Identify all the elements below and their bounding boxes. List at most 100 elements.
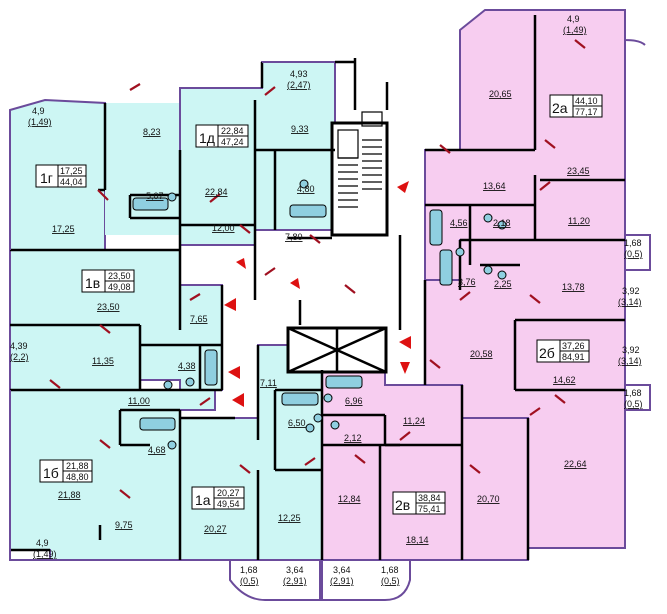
apartment-id: 1а: [195, 492, 211, 508]
sink-icon: [163, 380, 173, 390]
room-area: 7,80: [285, 232, 303, 242]
balcony-label: 1,68 (0,5): [240, 565, 259, 586]
apartment-label-2v: 2в 38,84 75,41: [392, 491, 446, 515]
apartment-living-area: 20,27: [217, 488, 240, 498]
balcony-bottom-left: [229, 560, 321, 601]
balcony-reduced-area: (2,91): [330, 576, 354, 586]
sink-icon: [299, 179, 309, 189]
room-area-labels: 8,23 17,25 5,07 22,84 9,33 4,80 7,80 12,…: [52, 89, 590, 545]
room-area: 11,35: [92, 356, 114, 366]
balcony-reduced-area: (0,5): [624, 399, 643, 409]
bathtub-icon: [289, 204, 327, 218]
room-area: 9,75: [115, 520, 133, 530]
apartment-label-2b: 2б 37,26 84,91: [536, 339, 590, 363]
balcony-label: 4,9 (1,49): [28, 106, 52, 127]
balcony-top-right: [624, 10, 646, 46]
room-area: 18,14: [406, 535, 429, 545]
room-area: 20,27: [204, 524, 227, 534]
room-area: 6,50: [288, 418, 306, 428]
balcony-reduced-area: (2,47): [287, 80, 311, 90]
balcony-bottom-right: [321, 560, 411, 601]
apartment-total-area: 75,41: [418, 504, 441, 514]
room-area: 20,58: [470, 349, 493, 359]
sink-icon: [483, 213, 493, 223]
balcony-right-top: [625, 234, 651, 271]
balcony-label: 3,64 (2,91): [283, 565, 307, 586]
arrow-icon: [232, 393, 244, 407]
sink-icon: [167, 440, 177, 450]
room-area: 17,25: [52, 224, 75, 234]
bathtub-icon: [439, 249, 453, 286]
apartment-living-area: 37,26: [562, 341, 585, 351]
apartment-label-2a: 2а 44,10 77,17: [549, 94, 603, 118]
balcony-area: 1,68: [624, 388, 642, 398]
balcony-area: 3,64: [333, 565, 351, 575]
balcony-label: 4,39 (2,2): [10, 341, 29, 362]
room-area: 2,25: [494, 279, 512, 289]
sanitary-fixtures: [132, 179, 507, 450]
toilet-icon: [497, 220, 507, 230]
bathtub-icon: [429, 209, 443, 246]
apartment-living-area: 17,25: [60, 166, 83, 176]
apartment-1d-area: [179, 61, 336, 246]
apartment-labels: 1г 17,25 44,04 1д 22,84 47,24 1в 23,50 4…: [35, 94, 603, 515]
apartment-id: 1в: [85, 275, 100, 291]
stairs: [337, 111, 383, 208]
room-area: 14,62: [553, 375, 576, 385]
apartment-label-1g: 1г 17,25 44,04: [35, 164, 87, 188]
bathtub-icon: [132, 197, 169, 211]
apartment-id: 1г: [40, 170, 53, 186]
walls: [10, 15, 625, 560]
room-area: 2,12: [344, 433, 362, 443]
sink-icon: [313, 413, 323, 423]
balcony-area: 3,64: [286, 565, 304, 575]
bathtub-icon: [204, 349, 218, 386]
balcony-reduced-area: (0,5): [240, 576, 259, 586]
toilet-icon: [323, 393, 333, 403]
apartment-total-area: 47,24: [221, 137, 244, 147]
balcony-area: 4,9: [32, 106, 45, 116]
apartment-total-area: 49,08: [108, 282, 131, 292]
room-area: 4,38: [178, 361, 196, 371]
balcony-reduced-area: (2,91): [283, 576, 307, 586]
room-area: 11,20: [568, 216, 590, 226]
balcony-label: 4,9 (1,49): [563, 14, 587, 35]
balcony-area: 4,9: [567, 14, 580, 24]
arrow-icon: [228, 366, 240, 379]
balcony-reduced-area: (0,5): [624, 249, 643, 259]
balcony-right-bottom: [625, 384, 651, 411]
bathtub-icon: [325, 375, 363, 389]
balcony-reduced-area: (0,5): [381, 576, 400, 586]
balcony-area: 3,92: [622, 286, 640, 296]
apartment-total-area: 44,04: [60, 177, 83, 187]
balcony-reduced-area: (1,49): [28, 117, 52, 127]
evacuation-arrows: [224, 181, 411, 407]
room-area: 4,68: [148, 445, 166, 455]
balconies-outlines: [9, 10, 651, 601]
apartment-id: 2в: [395, 497, 410, 513]
balcony-label: 1,68 (0,5): [624, 238, 643, 259]
room-area: 13,78: [562, 282, 585, 292]
room-area: 6,96: [345, 396, 363, 406]
balcony-label: 1,68 (0,5): [624, 388, 643, 409]
sink-icon: [483, 265, 493, 275]
balcony-label: 3,64 (2,91): [330, 565, 354, 586]
room-area: 5,07: [146, 191, 164, 201]
balcony-reduced-area: (3,14): [618, 297, 642, 307]
arrow-icon: [290, 278, 300, 289]
room-area: 4,56: [450, 218, 468, 228]
room-area: 13,64: [483, 181, 506, 191]
room-area: 12,00: [212, 223, 235, 233]
room-area: 7,11: [260, 378, 277, 388]
apartment-living-area: 22,84: [221, 126, 244, 136]
toilet-icon: [185, 377, 195, 387]
apartment-total-area: 84,91: [562, 352, 585, 362]
apartment-1g-area-b: [105, 103, 180, 235]
sink-icon: [167, 192, 177, 202]
room-area: 22,84: [205, 187, 228, 197]
room-area: 12,84: [338, 494, 361, 504]
balcony-area: 4,39: [10, 341, 28, 351]
room-area: 20,70: [477, 494, 500, 504]
balcony-area-labels: 4,9 (1,49) 4,93 (2,47) 4,39 (2,2) 4,9 (1…: [10, 14, 643, 586]
